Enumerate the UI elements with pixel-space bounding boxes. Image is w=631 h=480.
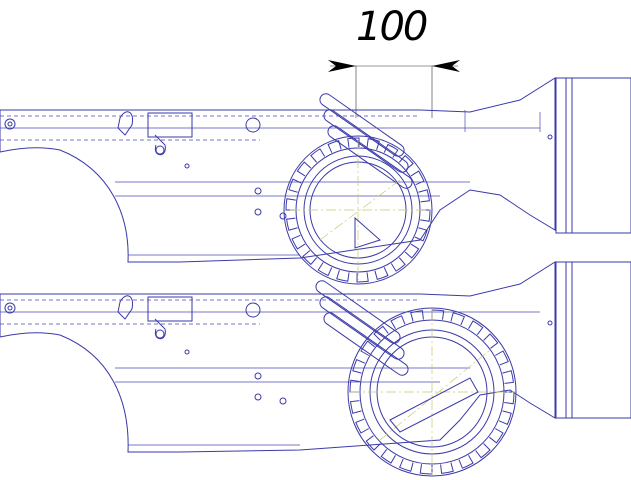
lower-wheel-cleat: [398, 458, 414, 472]
lower-pin-left-inner: [7, 305, 13, 311]
lower-wheel-cleat: [355, 418, 370, 434]
lower-slot-2: [319, 296, 405, 360]
lower-wheel-cleat: [489, 428, 504, 444]
lower-wheel-cleats: [349, 309, 515, 475]
dimension-annotation: 100: [328, 4, 460, 118]
lower-assembly-view: [0, 261, 631, 477]
upper-wheel: [283, 135, 433, 285]
lower-wheel-cleat: [360, 340, 375, 356]
lower-frame-outline: [0, 261, 556, 453]
upper-wheel-cleat: [317, 262, 333, 277]
upper-wheel-cleat: [347, 137, 360, 148]
lower-wheel-cleat: [410, 310, 424, 322]
lower-wheel-cleat: [365, 435, 381, 451]
dimension-arrow-left: [328, 60, 356, 72]
upper-wheel-cleat: [398, 154, 414, 170]
lower-mount-plate: [147, 296, 193, 322]
lower-wheel-cleat: [440, 462, 454, 474]
lower-wheel-cleat: [475, 443, 491, 459]
lower-wheel-cleat: [483, 333, 499, 349]
lower-wheel-cleat: [380, 449, 396, 464]
lower-hook: [154, 318, 166, 340]
lower-wheel-centerline-d: [379, 349, 491, 441]
upper-wheel-cleat: [418, 189, 430, 203]
lower-wheel-cleat: [350, 400, 362, 414]
upper-hook: [154, 134, 166, 156]
upper-wheel-cleat: [383, 143, 399, 158]
upper-pin-left: [4, 118, 16, 130]
upper-slot-3: [327, 125, 413, 189]
lower-wheel: [347, 307, 517, 477]
upper-latch: [117, 111, 134, 136]
lower-slots: [315, 280, 409, 376]
upper-bolt-1: [254, 187, 262, 195]
upper-pin-left-inner: [7, 121, 13, 127]
lower-end-cap: [555, 261, 631, 419]
upper-wheel-cleat: [310, 148, 326, 163]
lower-hook-hole: [155, 329, 165, 339]
lower-wheel-cleat: [390, 315, 406, 330]
upper-wheel-marker: [354, 216, 381, 249]
upper-wheel-cleats: [285, 137, 431, 283]
lower-wheel-cleat: [431, 309, 445, 320]
upper-wheel-cleat: [327, 140, 342, 153]
lower-wheel-arm: [389, 377, 479, 433]
lower-bolt-2: [254, 393, 262, 401]
upper-right-hole: [547, 134, 553, 140]
upper-wheel-cleat: [288, 178, 302, 193]
upper-wheel-cleat: [286, 217, 298, 231]
upper-assembly-view: [0, 77, 631, 285]
upper-end-cap: [555, 77, 631, 234]
lower-right-hole: [547, 320, 553, 326]
upper-wheel-cleat: [390, 257, 406, 272]
upper-wheel-cleat: [302, 250, 318, 266]
lower-wheel-cleat: [504, 391, 515, 405]
lower-pin-left: [4, 302, 16, 314]
upper-wheel-centerline-d: [319, 179, 401, 241]
upper-wheel-cleat: [296, 161, 312, 177]
upper-wheel-cleat: [410, 170, 425, 186]
upper-small-hole: [184, 163, 190, 169]
lower-bolt-1: [254, 372, 262, 380]
upper-mount-plate: [147, 112, 193, 138]
upper-wheel-cleat: [336, 270, 350, 282]
upper-wheel-cleat: [420, 209, 431, 222]
lower-slot-1: [315, 280, 401, 344]
lower-wheel-cleat: [419, 464, 433, 475]
upper-frame-outline: [0, 77, 556, 263]
lower-bolt-3: [279, 397, 287, 405]
upper-bolt-2: [254, 208, 262, 216]
lower-wheel-outer: [347, 307, 517, 477]
lower-wheel-cleat: [352, 358, 366, 374]
dimension-label: 100: [356, 4, 427, 50]
upper-wheel-cleat: [366, 138, 380, 150]
upper-slot-2: [323, 109, 409, 173]
upper-slot-1: [319, 93, 405, 157]
upper-wheel-outer: [283, 135, 433, 285]
upper-pivot: [245, 117, 261, 133]
lower-wheel-cleat: [468, 320, 484, 335]
upper-wheel-cleat: [404, 243, 420, 259]
lower-wheel-cleat: [502, 370, 514, 384]
lower-pivot: [245, 302, 261, 318]
lower-wheel-cleat: [458, 454, 474, 469]
upper-wheel-cleat: [356, 272, 369, 283]
upper-slots: [319, 93, 413, 189]
upper-wheel-cleat: [291, 234, 306, 250]
upper-hook-hole: [155, 145, 165, 155]
lower-wheel-cleat: [498, 410, 512, 426]
upper-bolt-3: [279, 212, 287, 220]
lower-small-hole: [184, 349, 190, 355]
lower-wheel-cleat: [494, 350, 509, 366]
upper-wheel-cleat: [285, 198, 296, 211]
lower-wheel-cleat: [450, 312, 466, 326]
lower-latch: [117, 295, 134, 320]
lower-wheel-cleat: [373, 325, 389, 341]
upper-wheel-cleat: [374, 267, 389, 280]
dimension-arrow-right: [432, 60, 460, 72]
upper-wheel-cleat: [414, 227, 428, 242]
